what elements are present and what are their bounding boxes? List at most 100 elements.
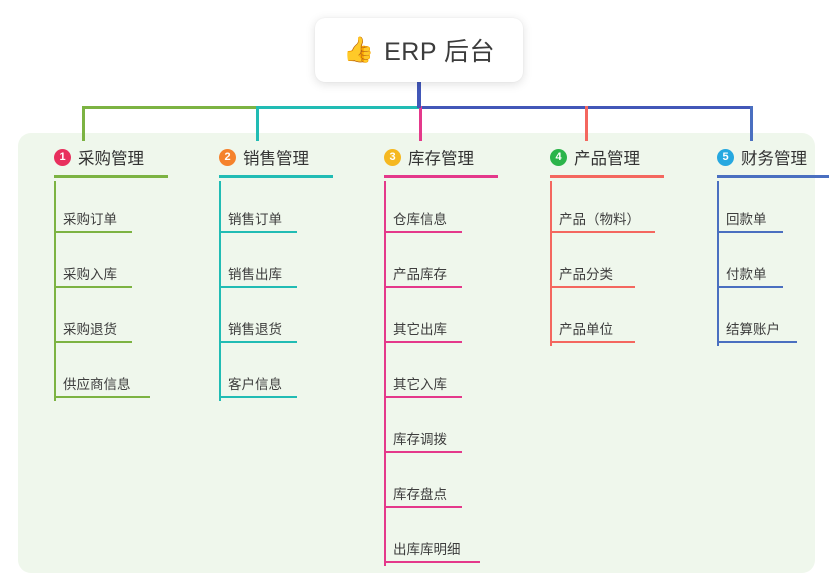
list-item-label: 仓库信息 — [393, 212, 447, 227]
column-title: 销售管理 — [243, 150, 309, 168]
list-item[interactable]: 采购订单 — [32, 178, 192, 233]
list-item-underline — [384, 451, 462, 453]
column-spine-line — [717, 181, 719, 346]
list-item[interactable]: 供应商信息 — [32, 343, 192, 398]
column-underline — [219, 175, 333, 178]
connector-stub-3 — [419, 106, 422, 141]
column-item-list: 产品（物料） 产品分类产品单位 — [528, 178, 688, 343]
column-underline — [550, 175, 664, 178]
list-item[interactable]: 产品库存 — [362, 233, 527, 288]
column-badge-3: 3 — [384, 148, 401, 166]
column-underline — [384, 175, 498, 178]
list-item[interactable]: 付款单 — [695, 233, 815, 288]
list-item[interactable]: 采购退货 — [32, 288, 192, 343]
column-header-4[interactable]: 4 产品管理 — [528, 145, 688, 169]
column-underline — [717, 175, 829, 178]
connector-stub-1 — [82, 106, 85, 141]
list-item[interactable]: 仓库信息 — [362, 178, 527, 233]
list-item-underline — [717, 341, 797, 343]
list-item-underline — [54, 341, 132, 343]
list-item[interactable]: 产品（物料） — [528, 178, 688, 233]
list-item[interactable]: 回款单 — [695, 178, 815, 233]
list-item[interactable]: 其它入库 — [362, 343, 527, 398]
list-item-underline — [219, 341, 297, 343]
column-title: 财务管理 — [741, 150, 807, 168]
list-item-label: 采购退货 — [63, 322, 117, 337]
column-产品管理: 4 产品管理产品（物料） 产品分类产品单位 — [528, 145, 688, 346]
list-item[interactable]: 销售出库 — [197, 233, 357, 288]
list-item[interactable]: 产品单位 — [528, 288, 688, 343]
list-item-underline — [219, 396, 297, 398]
column-badge-5: 5 — [717, 148, 734, 166]
list-item[interactable]: 销售订单 — [197, 178, 357, 233]
column-item-list: 仓库信息产品库存其它出库其它入库库存调拨库存盘点出库库明细 — [362, 178, 527, 563]
list-item-underline — [54, 396, 150, 398]
diagram-background-panel — [18, 133, 815, 573]
column-item-list: 采购订单采购入库采购退货供应商信息 — [32, 178, 192, 398]
list-item-underline — [717, 286, 783, 288]
connector-stub-2 — [256, 106, 259, 141]
list-item-label: 库存调拨 — [393, 432, 447, 447]
list-item-label: 销售退货 — [228, 322, 282, 337]
column-spine-line — [219, 181, 221, 401]
column-header-2[interactable]: 2 销售管理 — [197, 145, 357, 169]
column-title: 库存管理 — [408, 150, 474, 168]
list-item-label: 供应商信息 — [63, 377, 131, 392]
list-item-underline — [384, 231, 462, 233]
list-item[interactable]: 其它出库 — [362, 288, 527, 343]
list-item-label: 结算账户 — [726, 322, 780, 337]
column-header-1[interactable]: 1 采购管理 — [32, 145, 192, 169]
column-header-5[interactable]: 5 财务管理 — [695, 145, 815, 169]
column-header-3[interactable]: 3 库存管理 — [362, 145, 527, 169]
list-item[interactable]: 出库库明细 — [362, 508, 527, 563]
list-item-underline — [717, 231, 783, 233]
list-item[interactable]: 客户信息 — [197, 343, 357, 398]
bus-segment-2 — [256, 106, 419, 109]
list-item-underline — [384, 506, 462, 508]
column-badge-1: 1 — [54, 148, 71, 166]
thumbs-up-icon: 👍 — [342, 35, 375, 64]
list-item-label: 采购订单 — [63, 212, 117, 227]
column-badge-4: 4 — [550, 148, 567, 166]
list-item-label: 销售订单 — [228, 212, 282, 227]
list-item[interactable]: 采购入库 — [32, 233, 192, 288]
root-node-erp-backend[interactable]: 👍 ERP 后台 — [315, 18, 523, 82]
column-item-list: 销售订单销售出库销售退货客户信息 — [197, 178, 357, 398]
list-item-underline — [384, 341, 462, 343]
column-采购管理: 1 采购管理采购订单采购入库采购退货供应商信息 — [32, 145, 192, 401]
list-item-underline — [384, 286, 462, 288]
list-item-label: 库存盘点 — [393, 487, 447, 502]
column-badge-2: 2 — [219, 148, 236, 166]
column-spine-line — [54, 181, 56, 401]
list-item-label: 其它入库 — [393, 377, 447, 392]
list-item[interactable]: 库存调拨 — [362, 398, 527, 453]
list-item-label: 回款单 — [726, 212, 767, 227]
list-item-underline — [384, 561, 480, 563]
list-item-label: 产品分类 — [559, 267, 613, 282]
list-item-underline — [219, 231, 297, 233]
list-item-underline — [550, 286, 635, 288]
column-库存管理: 3 库存管理仓库信息产品库存其它出库其它入库库存调拨库存盘点出库库明细 — [362, 145, 527, 566]
column-财务管理: 5 财务管理回款单付款单结算账户 — [695, 145, 829, 346]
list-item-underline — [219, 286, 297, 288]
column-title: 产品管理 — [574, 150, 640, 168]
list-item[interactable]: 产品分类 — [528, 233, 688, 288]
column-spine-line — [550, 181, 552, 346]
column-underline — [54, 175, 168, 178]
list-item-label: 采购入库 — [63, 267, 117, 282]
list-item-label: 产品库存 — [393, 267, 447, 282]
list-item[interactable]: 结算账户 — [695, 288, 815, 343]
column-销售管理: 2 销售管理销售订单销售出库销售退货客户信息 — [197, 145, 357, 401]
list-item-label: 产品（物料） — [559, 212, 640, 227]
bus-segment-1 — [82, 106, 256, 109]
list-item[interactable]: 库存盘点 — [362, 453, 527, 508]
list-item[interactable]: 销售退货 — [197, 288, 357, 343]
trunk-connector-line — [417, 82, 421, 108]
column-title: 采购管理 — [78, 150, 144, 168]
list-item-underline — [550, 341, 635, 343]
connector-stub-5 — [750, 106, 753, 141]
list-item-label: 销售出库 — [228, 267, 282, 282]
list-item-underline — [384, 396, 462, 398]
list-item-label: 其它出库 — [393, 322, 447, 337]
list-item-label: 客户信息 — [228, 377, 282, 392]
